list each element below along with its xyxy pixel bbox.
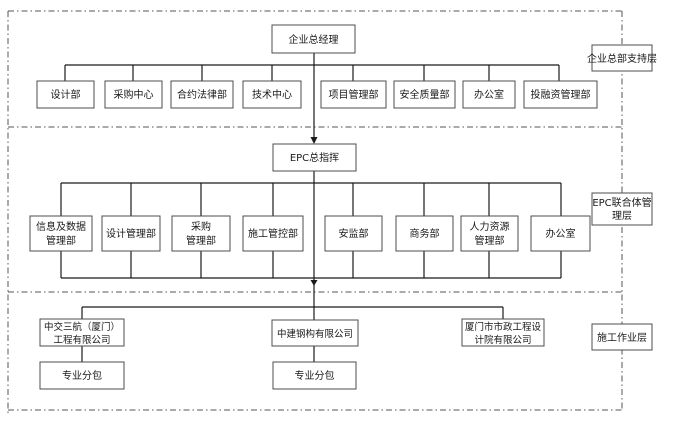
- svg-text:采购中心: 采购中心: [114, 88, 154, 101]
- svg-text:技术中心: 技术中心: [252, 88, 292, 101]
- svg-text:安监部: 安监部: [339, 227, 369, 240]
- layer-label-epc: EPC联合体管 理层: [591, 192, 653, 226]
- dept-project-management: 项目管理部: [320, 80, 387, 109]
- subcontract-box-left: 专业分包: [39, 361, 125, 390]
- svg-text:施工管控部: 施工管控部: [248, 227, 298, 240]
- epc-dept-human-resources: 人力资源 管理部: [460, 215, 519, 252]
- subcontract-box-middle: 专业分包: [272, 361, 357, 390]
- layer-label-construction: 施工作业层: [591, 323, 653, 351]
- svg-text:信息及数据: 信息及数据: [36, 220, 86, 233]
- svg-text:项目管理部: 项目管理部: [329, 88, 379, 101]
- svg-text:厦门市市政工程设: 厦门市市政工程设: [465, 321, 542, 333]
- company-xiamen-municipal-design: 厦门市市政工程设 计院有限公司: [461, 318, 545, 347]
- dept-procurement: 采购中心: [104, 80, 163, 109]
- svg-text:中交三航（厦门）: 中交三航（厦门）: [44, 321, 120, 333]
- epc-dept-commerce: 商务部: [395, 215, 454, 252]
- layer-frame: [7, 10, 623, 416]
- svg-text:专业分包: 专业分包: [295, 369, 335, 382]
- company-cccc-third-harbor: 中交三航（厦门） 工程有限公司: [39, 318, 125, 347]
- svg-text:采购: 采购: [191, 220, 211, 233]
- svg-text:管理部: 管理部: [186, 234, 216, 247]
- epc-dept-safety-supervision: 安监部: [324, 215, 383, 252]
- svg-text:企业总经理: 企业总经理: [289, 33, 339, 46]
- svg-text:企业总部支持层: 企业总部支持层: [587, 52, 657, 65]
- svg-text:设计部: 设计部: [51, 88, 81, 101]
- general-manager-box: 企业总经理: [271, 24, 356, 54]
- dept-office: 办公室: [462, 80, 516, 109]
- dept-technology: 技术中心: [242, 80, 302, 109]
- company-china-construction-steel: 中建钢构有限公司: [271, 319, 359, 347]
- svg-text:投融资管理部: 投融资管理部: [531, 88, 591, 101]
- svg-text:商务部: 商务部: [410, 227, 440, 240]
- svg-text:管理部: 管理部: [475, 234, 505, 247]
- svg-text:办公室: 办公室: [474, 88, 504, 101]
- svg-text:理层: 理层: [612, 210, 632, 222]
- dept-safety-quality: 安全质量部: [393, 80, 456, 109]
- epc-dept-office: 办公室: [530, 215, 591, 252]
- epc-dept-design-management: 设计管理部: [101, 215, 161, 252]
- svg-text:施工作业层: 施工作业层: [597, 331, 647, 344]
- svg-text:计院有限公司: 计院有限公司: [474, 334, 531, 346]
- layer-label-support: 企业总部支持层: [587, 44, 657, 72]
- svg-text:设计管理部: 设计管理部: [106, 227, 156, 240]
- arrowheads: [310, 137, 318, 286]
- svg-text:管理部: 管理部: [46, 234, 76, 247]
- epc-dept-info-data: 信息及数据 管理部: [29, 215, 93, 252]
- dept-investment-finance: 投融资管理部: [523, 80, 598, 109]
- svg-text:安全质量部: 安全质量部: [400, 88, 450, 101]
- svg-text:EPC联合体管: EPC联合体管: [592, 196, 651, 209]
- epc-dept-construction-control: 施工管控部: [242, 215, 304, 252]
- svg-text:中建钢构有限公司: 中建钢构有限公司: [277, 328, 353, 340]
- dept-design: 设计部: [36, 80, 95, 109]
- svg-text:EPC总指挥: EPC总指挥: [290, 151, 339, 164]
- svg-text:专业分包: 专业分包: [62, 369, 102, 382]
- epc-commander-box: EPC总指挥: [272, 143, 357, 172]
- svg-text:办公室: 办公室: [546, 227, 576, 240]
- svg-text:工程有限公司: 工程有限公司: [53, 334, 110, 346]
- epc-dept-procurement: 采购 管理部: [171, 215, 231, 252]
- svg-text:合约法律部: 合约法律部: [177, 88, 227, 101]
- dept-contract-legal: 合约法律部: [170, 80, 234, 109]
- svg-text:人力资源: 人力资源: [470, 220, 510, 233]
